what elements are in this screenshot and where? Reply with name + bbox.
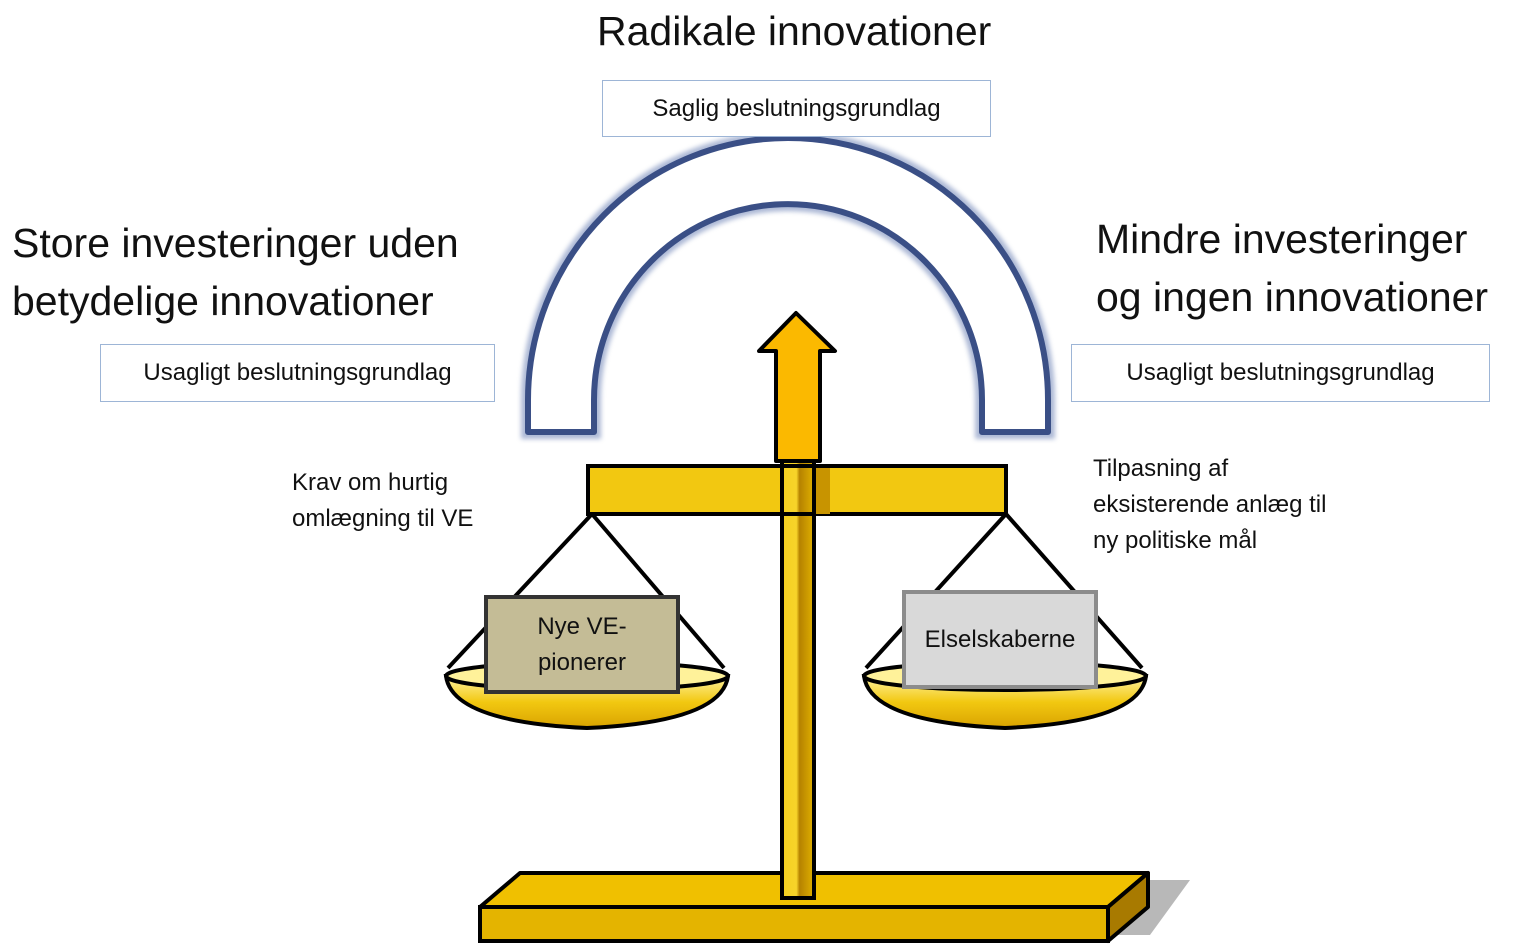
left-weight-line-1: Nye VE-: [537, 612, 627, 640]
left-note-line-1: Krav om hurtig: [292, 469, 449, 496]
left-weight-line-2: pionerer: [537, 648, 627, 676]
left-decision-box: Usagligt beslutningsgrundlag: [100, 344, 495, 402]
top-decision-box: Saglig beslutningsgrundlag: [602, 80, 991, 137]
right-note: Tilpasning af eksisterende anlæg til ny …: [1093, 451, 1326, 559]
right-decision-box: Usagligt beslutningsgrundlag: [1071, 344, 1490, 402]
right-note-line-3: ny politiske mål: [1093, 527, 1258, 554]
scale-pole: [780, 456, 816, 900]
right-heading: Mindre investeringer og ingen innovation…: [1096, 210, 1488, 326]
right-heading-line-2: og ingen innovationer: [1096, 274, 1489, 320]
left-note: Krav om hurtig omlægning til VE: [292, 465, 473, 537]
up-arrow-icon: [757, 311, 837, 463]
right-heading-line-1: Mindre investeringer: [1096, 216, 1468, 262]
left-note-line-2: omlægning til VE: [292, 505, 474, 532]
left-heading: Store investeringer uden betydelige inno…: [12, 214, 459, 330]
left-heading-line-1: Store investeringer uden: [12, 220, 459, 266]
left-weight: Nye VE- pionerer: [484, 595, 680, 694]
right-weight: Elselskaberne: [902, 590, 1098, 689]
scale-base: [478, 871, 1150, 943]
scale-beam: [586, 464, 1008, 516]
left-heading-line-2: betydelige innovationer: [12, 278, 434, 324]
right-weight-label: Elselskaberne: [924, 625, 1076, 653]
horseshoe-arch-icon: [521, 131, 1055, 439]
right-note-line-2: eksisterende anlæg til: [1093, 491, 1327, 518]
right-note-line-1: Tilpasning af: [1093, 455, 1229, 482]
top-heading: Radikale innovationer: [597, 8, 992, 54]
